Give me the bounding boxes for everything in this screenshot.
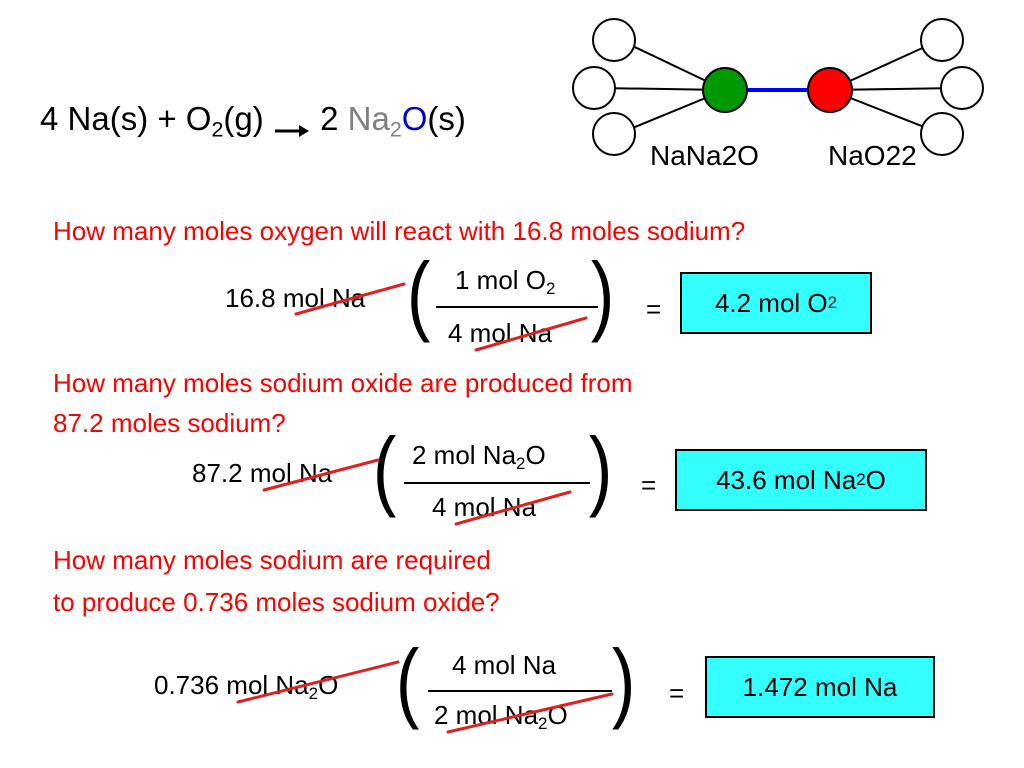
- atom-left-top: [592, 18, 636, 62]
- atom-right-mid: [940, 66, 984, 110]
- right-paren-3: ): [611, 631, 636, 730]
- atom-left-mid: [572, 66, 616, 110]
- diagram-label-left: NaNa2O: [650, 140, 759, 171]
- right-paren-2: ): [588, 419, 613, 518]
- diagram-label-right: NaO22: [828, 140, 917, 171]
- reaction-arrow-icon: [273, 111, 311, 138]
- question-1: How many moles oxygen will react with 16…: [53, 216, 746, 246]
- atom-left-bottom: [592, 112, 636, 156]
- fraction-bar-1: [436, 306, 598, 308]
- o2-subscript: 2: [211, 117, 224, 142]
- atom-right-bottom: [920, 112, 964, 156]
- product-oxygen: O: [401, 100, 428, 137]
- atom-center-red: [807, 67, 853, 113]
- given-2: 87.2 mol Na: [192, 458, 333, 488]
- bond-line-left-mid: [599, 87, 726, 91]
- given-3: 0.736 mol Na2O: [154, 670, 339, 704]
- right-paren-1: ): [590, 244, 615, 343]
- bond-line-right-mid: [829, 87, 959, 91]
- left-paren-2: (: [372, 419, 397, 518]
- left-paren-3: (: [395, 631, 420, 730]
- given-1: 16.8 mol Na: [225, 283, 366, 313]
- equals-1: =: [646, 294, 662, 324]
- left-paren-1: (: [406, 244, 431, 343]
- question-2-line-2: 87.2 moles sodium?: [53, 408, 286, 438]
- numerator-1: 1 mol O2: [455, 265, 556, 299]
- denominator-2: 4 mol Na: [432, 492, 537, 522]
- numerator-3: 4 mol Na: [452, 650, 557, 680]
- answer-box-3: 1.472 mol Na: [705, 656, 935, 718]
- product-sodium: Na: [347, 100, 390, 137]
- bond-line-right-bottom: [829, 89, 943, 135]
- product-coefficient: 2: [320, 100, 348, 137]
- numerator-2: 2 mol Na2O: [412, 440, 546, 474]
- bond-line-right-top: [829, 39, 941, 91]
- fraction-bar-3: [428, 690, 612, 692]
- bond-line-left-bottom: [617, 89, 726, 135]
- denominator-3: 2 mol Na2O: [434, 700, 568, 734]
- main-equation: 4 Na(s) + O2(g) 2 Na2O(s): [40, 100, 466, 142]
- oxygen-state: (g): [223, 100, 264, 137]
- question-3-line-2: to produce 0.736 moles sodium oxide?: [53, 587, 500, 617]
- question-2-line-1: How many moles sodium oxide are produced…: [53, 368, 633, 398]
- fraction-bar-2: [404, 482, 590, 484]
- equals-3: =: [669, 678, 685, 708]
- equation-reactants: 4 Na(s) + O: [40, 100, 212, 137]
- product-subscript: 2: [389, 117, 402, 142]
- atom-right-top: [920, 18, 964, 62]
- equals-2: =: [641, 470, 657, 500]
- bond-line-left-top: [619, 39, 726, 91]
- atom-center-green: [702, 67, 748, 113]
- product-state: (s): [427, 100, 466, 137]
- question-3-line-1: How many moles sodium are required: [53, 545, 491, 575]
- denominator-1: 4 mol Na: [448, 318, 553, 348]
